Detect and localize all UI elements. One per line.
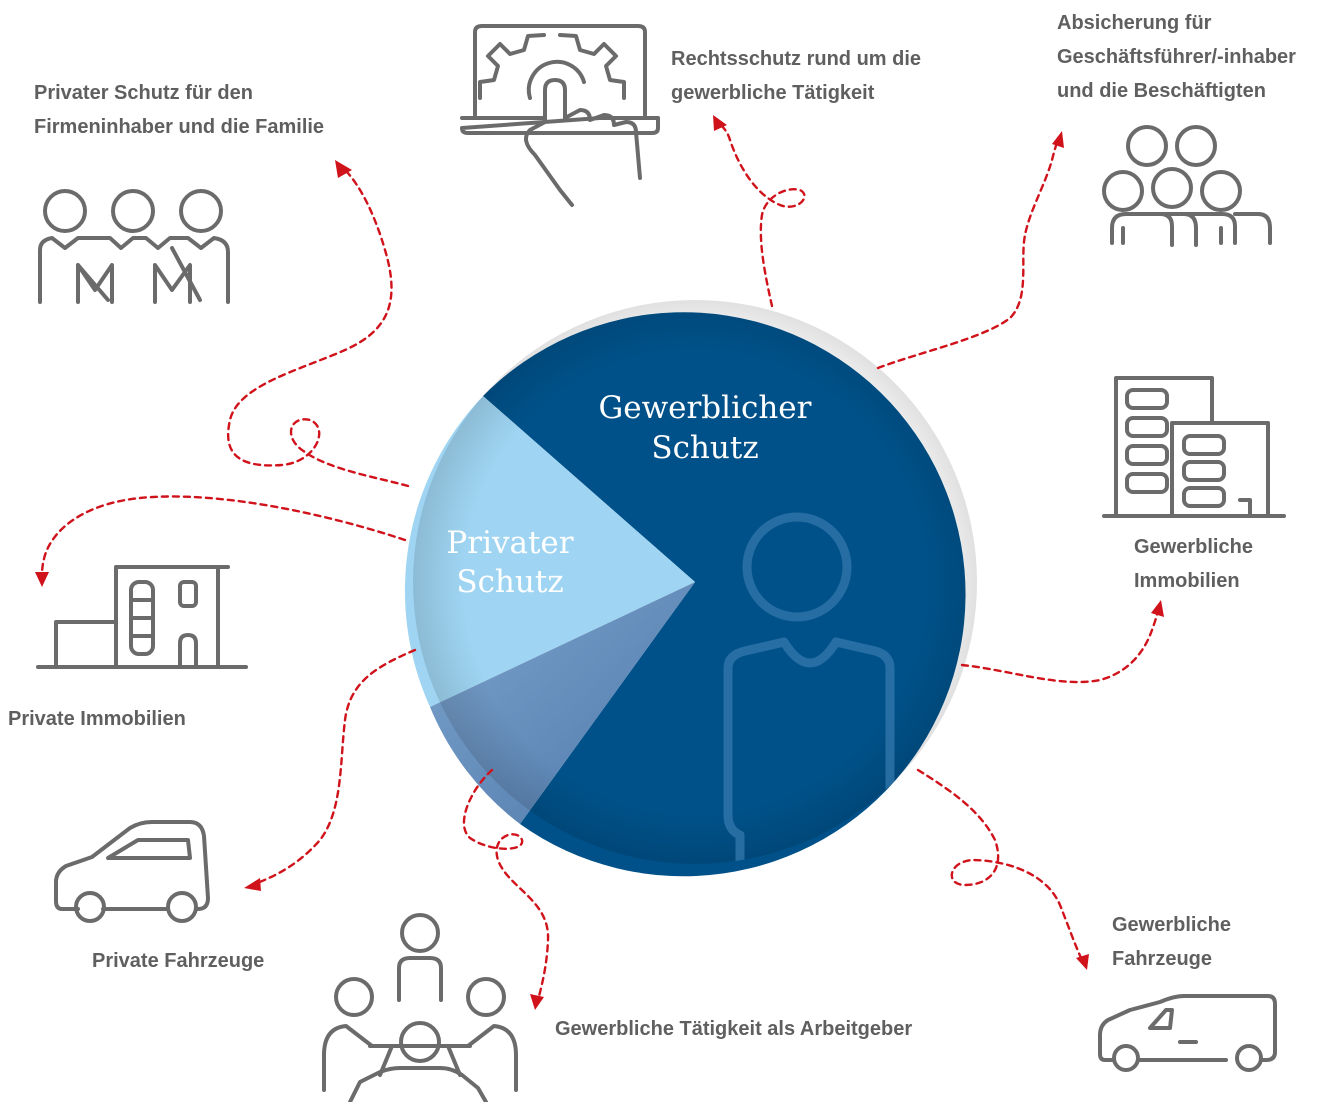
laptop-gear-hand-icon — [460, 24, 660, 207]
label-private-family-line2: Firmeninhaber und die Familie — [34, 116, 325, 138]
label-business-vehicles-line1: Gewerbliche — [1112, 914, 1231, 936]
label-employees-line3: und die Beschäftigten — [1057, 80, 1266, 102]
label-legal-line1: Rechtsschutz rund um die — [671, 48, 922, 70]
label-private-property: Private Immobilien — [8, 702, 186, 736]
connector-employer — [462, 768, 550, 1002]
connector-private-family — [227, 168, 410, 488]
pie-rim-shade — [413, 300, 977, 864]
label-private-family-line1: Privater Schutz für den — [34, 82, 253, 104]
label-employees: Absicherung für Geschäftsführer/-inhaber… — [1057, 6, 1296, 108]
label-legal: Rechtsschutz rund um die gewerbliche Tät… — [671, 42, 921, 110]
connector-legal — [718, 122, 806, 308]
connector-business-vehicles — [916, 768, 1084, 962]
family-icon — [38, 189, 230, 304]
label-business-vehicles: Gewerbliche Fahrzeuge — [1112, 908, 1231, 976]
label-private-family: Privater Schutz für den Firmeninhaber un… — [34, 76, 324, 144]
label-employees-line2: Geschäftsführer/-inhaber — [1057, 46, 1296, 68]
pie-private-label-line2: Schutz — [456, 564, 563, 600]
meeting-icon — [322, 913, 518, 1102]
office-building-icon — [1102, 376, 1286, 518]
pie-private-label-line1: Privater — [446, 525, 573, 561]
team-icon — [1102, 125, 1272, 247]
pie-business-label-line2: Schutz — [651, 430, 758, 466]
label-private-vehicles-line1: Private Fahrzeuge — [92, 950, 265, 972]
label-employees-line1: Absicherung für — [1057, 12, 1212, 34]
connector-private-property — [40, 495, 407, 577]
label-business-property-line1: Gewerbliche — [1134, 536, 1253, 558]
connector-employees — [876, 138, 1060, 370]
label-legal-line2: gewerbliche Tätigkeit — [671, 82, 875, 104]
van-icon — [1098, 994, 1277, 1072]
label-private-vehicles: Private Fahrzeuge — [92, 944, 264, 978]
arrowheads — [35, 115, 1164, 1010]
label-employer: Gewerbliche Tätigkeit als Arbeitgeber — [555, 1012, 912, 1046]
house-icon — [36, 565, 248, 669]
label-business-property: Gewerbliche Immobilien — [1134, 530, 1253, 598]
connectors — [35, 115, 1164, 1010]
car-icon — [54, 820, 210, 923]
connector-business-property — [960, 608, 1160, 684]
pie-business-label-line1: Gewerblicher — [599, 390, 812, 426]
label-private-property-line1: Private Immobilien — [8, 708, 186, 730]
connector-private-vehicles — [255, 648, 417, 885]
label-employer-line1: Gewerbliche Tätigkeit als Arbeitgeber — [555, 1018, 913, 1040]
label-business-vehicles-line2: Fahrzeuge — [1112, 948, 1213, 970]
pie-chart: Gewerblicher Schutz Privater Schutz — [404, 300, 977, 877]
label-business-property-line2: Immobilien — [1134, 570, 1240, 592]
